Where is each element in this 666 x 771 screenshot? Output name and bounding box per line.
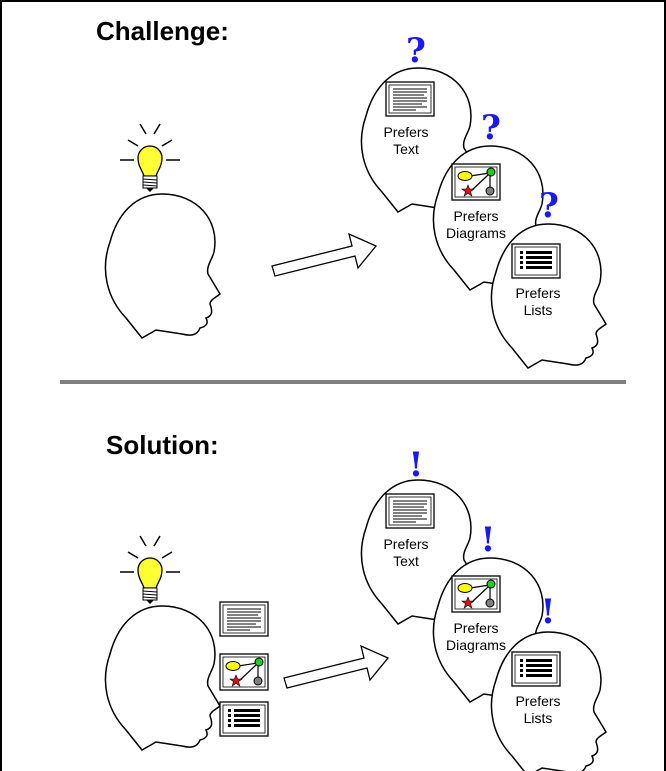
exclamation-mark-icon: !: [409, 445, 424, 485]
text-card-icon: [385, 81, 435, 117]
audience-head-diagrams: Prefers Diagrams: [432, 145, 549, 291]
question-mark-icon: ?: [406, 31, 426, 71]
text-card-icon: [219, 601, 269, 637]
challenge-section: Prefers Text ? Prefers Diagrams ? Prefer…: [104, 31, 607, 369]
arrow-icon: [271, 233, 377, 277]
list-card-icon: [511, 651, 561, 687]
presenter-head: [104, 605, 221, 751]
exclamation-mark-icon: !: [541, 592, 556, 632]
head-label-line2: Lists: [524, 302, 553, 318]
head-label-line2: Text: [393, 553, 419, 569]
challenge-title: Challenge:: [96, 16, 229, 46]
audience-head-diagrams: Prefers Diagrams: [432, 557, 549, 703]
diagram-card-icon: [451, 163, 501, 201]
solution-section: Prefers Text ! Prefers Diagrams ! Prefer…: [104, 445, 607, 771]
presenter-head: [104, 193, 221, 339]
list-card-icon: [219, 701, 269, 737]
audience-head-lists: Prefers Lists: [490, 631, 607, 771]
arrow-icon: [283, 645, 389, 689]
audience-head-text: Prefers Text: [360, 67, 477, 213]
head-label-line1: Prefers: [453, 620, 498, 636]
head-label-line2: Lists: [524, 710, 553, 726]
diagram-card-icon: [219, 653, 269, 691]
audience-head-lists: Prefers Lists: [490, 223, 607, 369]
head-label-line1: Prefers: [515, 285, 560, 301]
list-card-icon: [511, 243, 561, 279]
head-label-line1: Prefers: [383, 124, 428, 140]
head-label-line2: Diagrams: [446, 225, 506, 241]
section-divider: [60, 380, 626, 384]
exclamation-mark-icon: !: [481, 520, 496, 560]
question-mark-icon: ?: [481, 108, 501, 148]
lightbulb-icon: [119, 535, 181, 605]
question-mark-icon: ?: [539, 186, 559, 226]
head-label-line1: Prefers: [515, 693, 560, 709]
lightbulb-icon: [119, 123, 181, 193]
head-label-line2: Text: [393, 141, 419, 157]
solution-title: Solution:: [106, 430, 219, 460]
head-label-line1: Prefers: [453, 208, 498, 224]
diagram-card-icon: [451, 575, 501, 613]
text-card-icon: [385, 493, 435, 529]
head-label-line1: Prefers: [383, 536, 428, 552]
audience-head-text: Prefers Text: [360, 479, 477, 625]
head-label-line2: Diagrams: [446, 637, 506, 653]
